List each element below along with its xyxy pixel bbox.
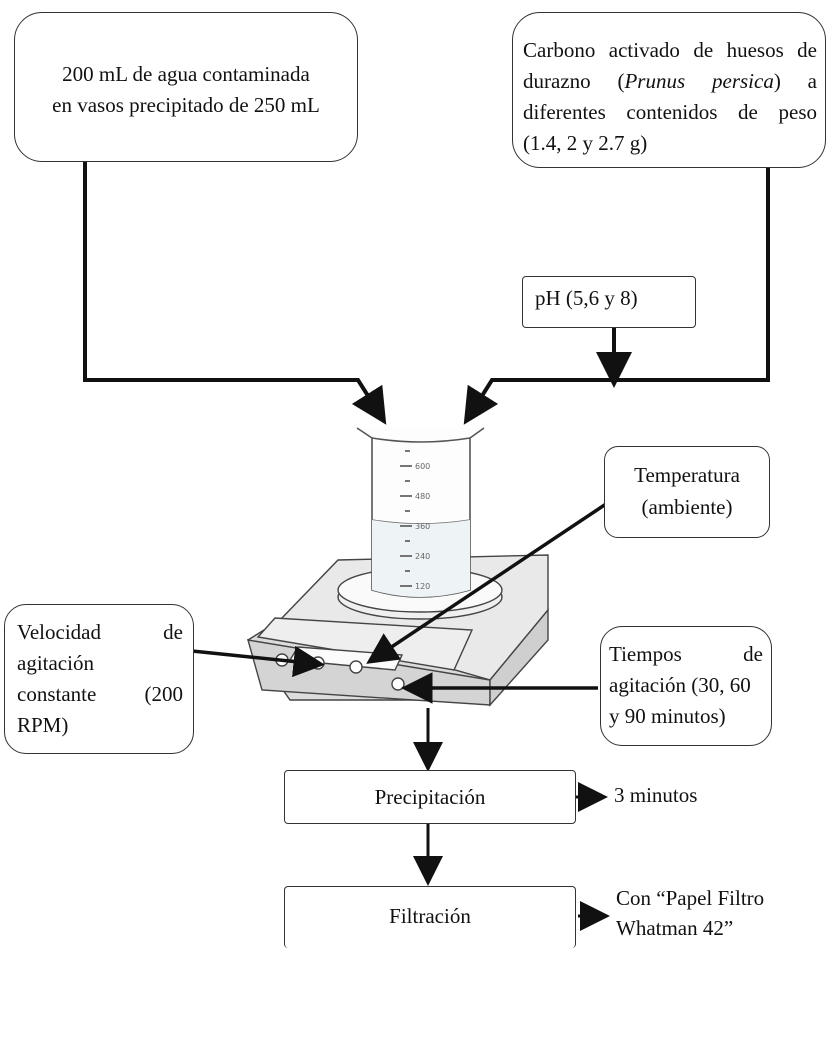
- filtration-note: Con “Papel Filtro Whatman 42”: [616, 883, 764, 943]
- carbon-line-2-part-a: durazno (: [523, 69, 625, 93]
- time-line-1: Tiempos de: [609, 642, 763, 666]
- speed-line-2: agitación: [17, 651, 94, 675]
- filtration-note-line-2: Whatman 42”: [616, 916, 734, 940]
- temperature-line-2: (ambiente): [641, 495, 733, 519]
- carbon-box-line-2: durazno (Prunus persica) a: [523, 66, 817, 97]
- contaminated-water-box: 200 mL de agua contaminada en vasos prec…: [14, 12, 358, 162]
- activated-carbon-box: Carbono activado de huesos de durazno (P…: [512, 12, 826, 168]
- precipitation-note: 3 minutos: [614, 783, 698, 807]
- speed-arrow: [191, 645, 325, 678]
- beaker-scale-label: 480: [415, 492, 430, 501]
- temperature-arrow: [366, 498, 613, 664]
- temperature-box: Temperatura (ambiente): [604, 446, 770, 538]
- speed-line-4: RPM): [17, 713, 69, 737]
- time-line-2: agitación (30, 60: [609, 673, 751, 697]
- filtration-box: Filtración: [284, 886, 576, 948]
- water-box-line-2: en vasos precipitado de 250 mL: [52, 93, 320, 117]
- filtration-note-line-1: Con “Papel Filtro: [616, 886, 765, 910]
- water-to-beaker-arrow: [83, 160, 387, 425]
- precipitation-box: Precipitación: [284, 770, 576, 824]
- carbon-line-2-part-b: ) a: [773, 69, 817, 93]
- beaker-scale-label: 240: [415, 552, 430, 561]
- beaker-scale-label: 600: [415, 462, 430, 471]
- carbon-box-line-4: (1.4, 2 y 2.7 g): [523, 131, 648, 155]
- filtration-label: Filtración: [389, 904, 471, 928]
- beaker-scale-label: 120: [415, 582, 430, 591]
- speed-line-1: Velocidad de: [17, 620, 183, 644]
- speed-line-3: constante (200: [17, 682, 183, 706]
- species-name-italic: Prunus persica: [624, 69, 774, 93]
- water-box-line-1: 200 mL de agua contaminada: [62, 62, 310, 86]
- temperature-line-1: Temperatura: [634, 463, 740, 487]
- beaker-illustration: [356, 427, 485, 598]
- stirring-speed-box: Velocidad de agitación constante (200 RP…: [4, 604, 194, 754]
- precipitation-label: Precipitación: [374, 785, 486, 809]
- beaker-scale-label: 360: [415, 522, 430, 531]
- ph-label: pH (5,6 y 8): [535, 286, 638, 310]
- time-line-3: y 90 minutos): [609, 704, 726, 728]
- ph-box: pH (5,6 y 8): [522, 276, 696, 328]
- stirring-time-box: Tiempos de agitación (30, 60 y 90 minuto…: [600, 626, 772, 746]
- carbon-box-line-1: Carbono activado de huesos de: [523, 38, 817, 62]
- carbon-box-line-3: diferentes contenidos de peso: [523, 100, 817, 124]
